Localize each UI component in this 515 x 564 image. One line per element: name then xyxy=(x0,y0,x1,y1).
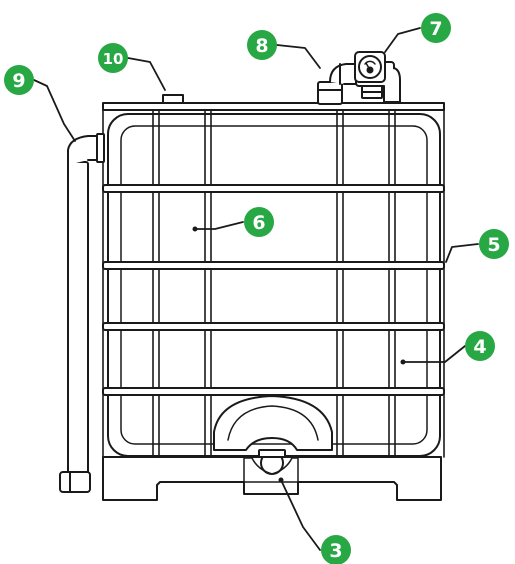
svg-text:9: 9 xyxy=(12,70,25,92)
svg-text:3: 3 xyxy=(329,540,342,562)
callout-3: 3 xyxy=(321,535,351,564)
valve-housing xyxy=(213,395,333,451)
leader-10 xyxy=(127,57,166,91)
tank-top-plate xyxy=(102,102,445,111)
leader-9 xyxy=(33,79,76,142)
callout-badges: 3 4 5 6 7 8 9 10 xyxy=(4,13,509,564)
callout-6: 6 xyxy=(244,207,274,237)
svg-text:5: 5 xyxy=(487,234,500,256)
leader-6 xyxy=(194,221,244,230)
callout-5: 5 xyxy=(479,229,509,259)
level-marks xyxy=(154,203,210,248)
leader-dots xyxy=(192,226,406,483)
leader-4 xyxy=(402,345,466,363)
callout-8: 8 xyxy=(247,30,277,60)
svg-text:10: 10 xyxy=(103,50,124,68)
leader-3 xyxy=(280,479,321,551)
callout-10: 10 xyxy=(98,43,128,73)
vent-pipe xyxy=(59,133,105,493)
pallet-base xyxy=(102,456,442,501)
svg-text:6: 6 xyxy=(252,212,265,234)
callout-4: 4 xyxy=(465,331,495,361)
leader-8 xyxy=(276,44,321,69)
pressure-gauge-icon xyxy=(354,51,386,83)
leader-5 xyxy=(445,243,479,263)
fill-cap xyxy=(162,94,184,104)
cage-vertical-bars xyxy=(152,109,396,457)
cage-horizontal-rails xyxy=(102,184,445,396)
svg-text:8: 8 xyxy=(255,35,268,57)
leader-7 xyxy=(384,27,421,53)
outlet-valve xyxy=(243,449,299,483)
leader-lines xyxy=(33,27,479,551)
svg-text:7: 7 xyxy=(429,18,442,40)
svg-text:4: 4 xyxy=(473,336,486,358)
callout-9: 9 xyxy=(4,65,34,95)
elbow-fitting xyxy=(317,63,359,105)
cage-outer-posts xyxy=(102,109,445,458)
callout-7: 7 xyxy=(421,13,451,43)
